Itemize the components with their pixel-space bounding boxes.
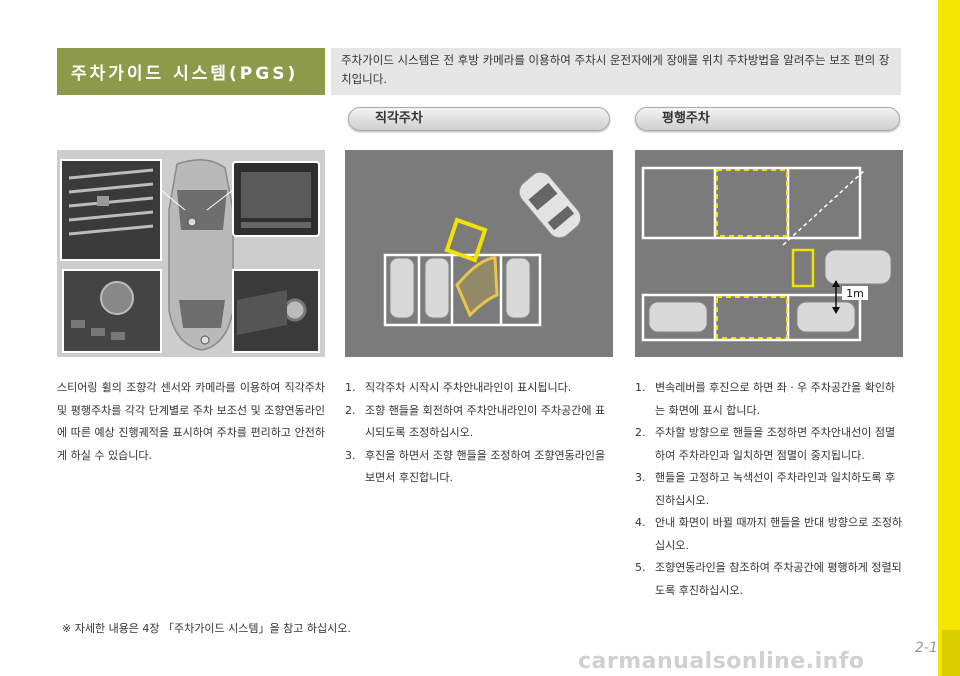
distance-label: 1m [846, 287, 864, 300]
perpendicular-steps: 1.직각주차 시작시 주차안내라인이 표시됩니다. 2.조향 핸들을 회전하여 … [345, 377, 615, 490]
list-item: 1.변속레버를 후진으로 하면 좌ㆍ우 주차공간을 확인하는 화면에 표시 합니… [635, 381, 896, 417]
front-grille-inset [60, 159, 162, 261]
parked-cars [389, 257, 531, 319]
list-item: 3.핸들을 고정하고 녹색선이 주차라인과 일치하도록 후진하십시오. [635, 471, 896, 507]
list-item: 4.안내 화면이 바뀔 때까지 핸들을 반대 방향으로 조정하십시오. [635, 516, 903, 552]
list-item: 2.조향 핸들을 회전하여 주차안내라인이 주차공간에 표시되도록 조정하십시오… [345, 403, 606, 440]
perpendicular-parking-diagram [345, 150, 613, 357]
display-screen-inset [232, 161, 320, 237]
intro-text: 주차가이드 시스템은 전 후방 카메라를 이용하여 주차시 운전자에게 장애물 … [331, 48, 901, 95]
parallel-parking-diagram: 1m [635, 150, 903, 357]
control-knob-inset [62, 269, 162, 353]
reversing-car [518, 171, 582, 239]
parking-guide-box [444, 217, 488, 263]
watermark: carmanualsonline.info [578, 649, 865, 674]
list-item: 1.직각주차 시작시 주차안내라인이 표시됩니다. [345, 381, 572, 394]
heading-perpendicular-parking: 직각주차 [348, 107, 610, 131]
page-number: 2-1 [915, 640, 938, 656]
system-overview-illustration [57, 150, 325, 357]
list-item: 5.조향연동라인을 참조하여 주차공간에 평행하게 정렬되도록 후진하십시오. [635, 561, 902, 597]
rear-camera-inset [232, 269, 320, 353]
car-top-view [168, 159, 234, 351]
parallel-steps: 1.변속레버를 후진으로 하면 좌ㆍ우 주차공간을 확인하는 화면에 표시 합니… [635, 377, 905, 602]
footnote: ※ 자세한 내용은 4장 「주차가이드 시스템」을 참고 하십시오. [62, 622, 351, 635]
list-item: 3.후진을 하면서 조향 핸들을 조정하여 조향연동라인을 보면서 후진합니다. [345, 448, 606, 485]
edge-tab-bar [938, 0, 960, 676]
heading-parallel-parking: 평행주차 [635, 107, 900, 131]
edge-tab-marker [942, 630, 960, 676]
overview-text: 스티어링 휠의 조향각 센서와 카메라를 이용하여 직각주차 및 평행주차를 각… [57, 381, 325, 462]
section-title: 주차가이드 시스템(PGS) [57, 48, 325, 95]
list-item: 2.주차할 방향으로 핸들을 조정하면 주차안내선이 점멸하여 주차라인과 일치… [635, 426, 896, 462]
parallel-cars [648, 249, 892, 333]
